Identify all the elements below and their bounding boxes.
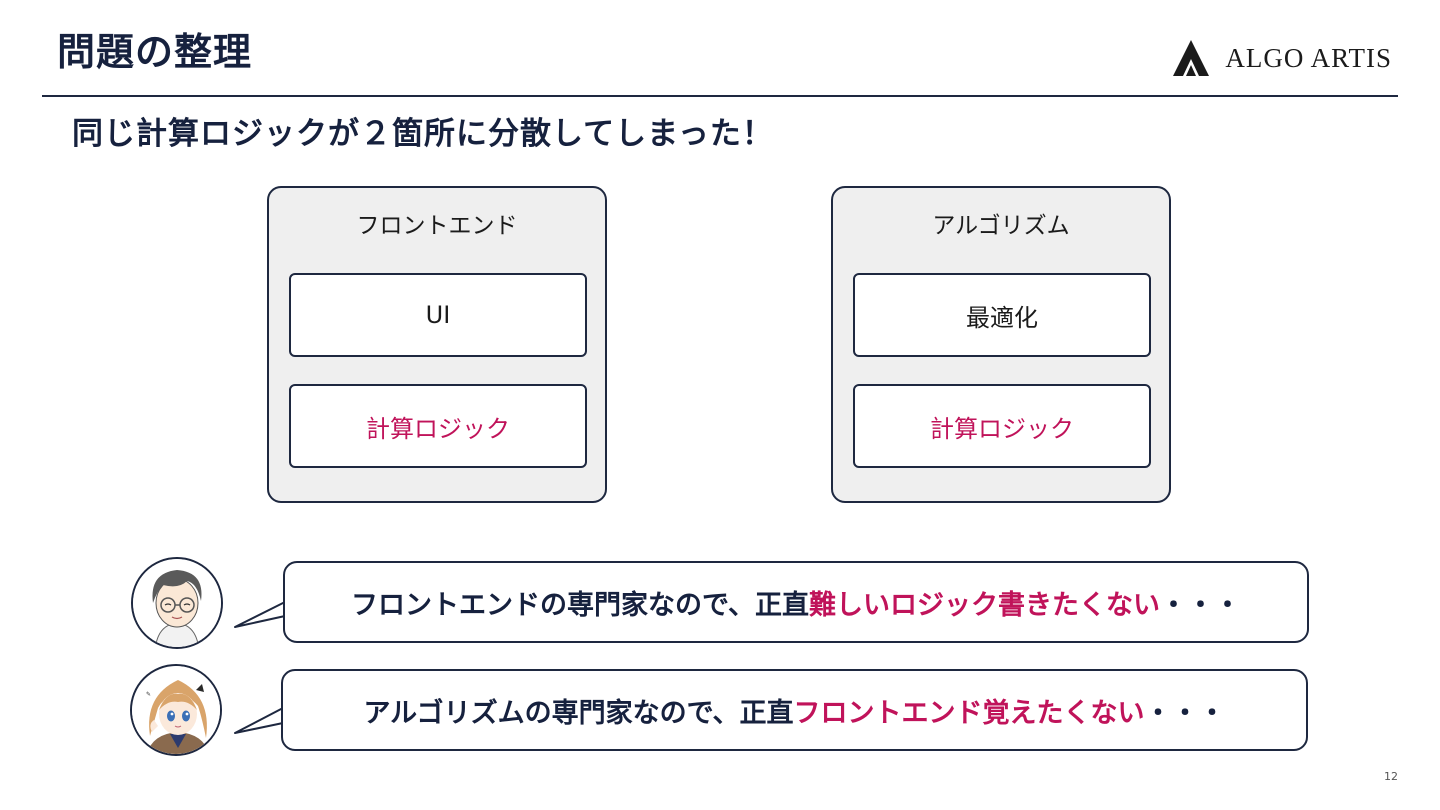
optimization-box: 最適化 <box>853 273 1151 357</box>
speech-text: アルゴリズムの専門家なので、正直 <box>363 697 794 729</box>
calculation-logic-box: 計算ロジック <box>853 384 1151 468</box>
frontend-speech-bubble: フロントエンドの専門家なので、正直難しいロジック書きたくない・・・ <box>283 561 1309 643</box>
slide-subtitle: 同じ計算ロジックが２箇所に分散してしまった！ <box>72 116 774 152</box>
slide-title: 問題の整理 <box>57 30 253 74</box>
speech-ellipsis: ・・・ <box>1144 697 1226 729</box>
logo-mark-icon <box>1173 40 1210 76</box>
anime-girl-avatar: ✎ <box>130 664 222 756</box>
title-divider <box>42 95 1398 97</box>
algorithm-panel: アルゴリズム 最適化 計算ロジック <box>831 186 1171 503</box>
panel-title: フロントエンド <box>356 213 518 239</box>
ui-box: UI <box>289 273 587 357</box>
speech-text: フロントエンドの専門家なので、正直 <box>351 589 809 621</box>
company-logo: ALGO ARTIS <box>1171 38 1392 78</box>
speech-highlight: 難しいロジック書きたくない <box>808 589 1160 621</box>
speech-bubble-tail <box>234 707 284 734</box>
speech-highlight: フロントエンド覚えたくない <box>793 697 1145 729</box>
calculation-logic-box: 計算ロジック <box>289 384 587 468</box>
svg-text:✎: ✎ <box>146 691 151 698</box>
man-with-glasses-avatar <box>131 557 223 649</box>
frontend-panel: フロントエンド UI 計算ロジック <box>267 186 607 503</box>
speech-ellipsis: ・・・ <box>1159 589 1241 621</box>
algorithm-speech-bubble: アルゴリズムの専門家なので、正直フロントエンド覚えたくない・・・ <box>281 669 1308 751</box>
panel-title: アルゴリズム <box>932 213 1070 239</box>
page-number: 12 <box>1384 770 1398 783</box>
logo-text: ALGO ARTIS <box>1225 42 1392 73</box>
speech-bubble-tail <box>234 601 286 628</box>
